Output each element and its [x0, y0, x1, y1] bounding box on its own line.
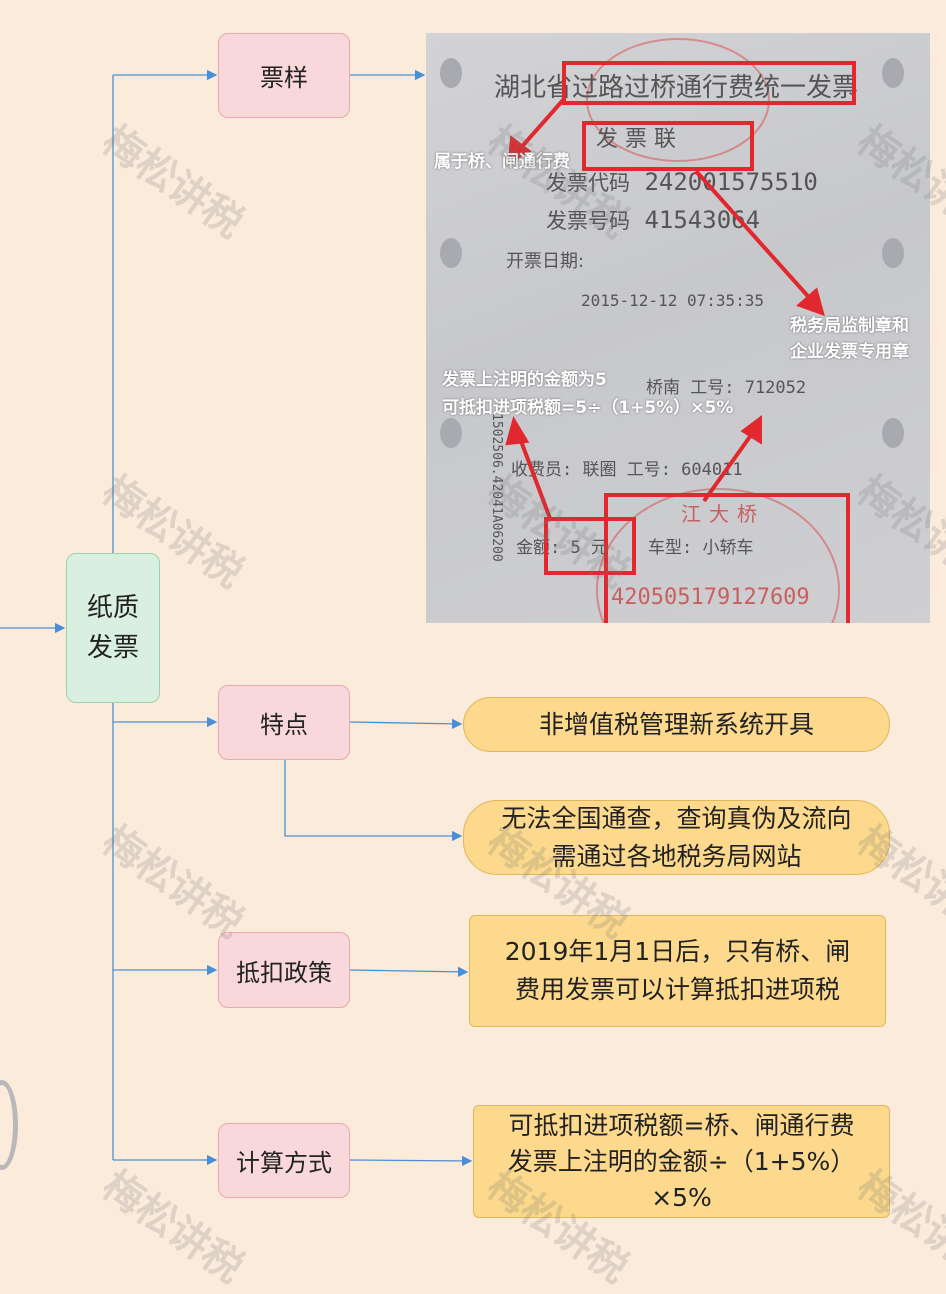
- invoice-line-b: 收费员: 联圈 工号: 604011: [511, 460, 743, 480]
- root-label-line2: 发票: [86, 633, 139, 663]
- annotation-amount-line2: 可抵扣进项税额=5÷（1+5%）×5%: [442, 398, 734, 418]
- highlight-amount: [544, 517, 636, 575]
- node-calc-label: 计算方式: [236, 1149, 332, 1177]
- stamp-number: 420505179127609: [611, 585, 810, 610]
- punch-hole: [882, 58, 904, 88]
- code-label: 发票代码: [546, 171, 630, 195]
- node-policy-label: 抵扣政策: [236, 958, 332, 987]
- feature-1-text: 非增值税管理新系统开具: [538, 709, 814, 739]
- highlight-stamp: [604, 493, 850, 623]
- highlight-title: [562, 61, 856, 105]
- punch-hole: [440, 58, 462, 88]
- invoice-title: 过路过桥通行费统一发票: [572, 73, 859, 103]
- policy-line2: 费用发票可以计算抵扣进项税: [514, 975, 840, 1004]
- annotation-bridge-fee: 属于桥、闸通行费: [434, 152, 570, 172]
- date-label: 开票日期:: [506, 251, 585, 272]
- punch-hole: [882, 418, 904, 448]
- invoice-vehicle: 车型: 小轿车: [648, 538, 754, 558]
- invoice-photo: 湖北省过路过桥通行费统一发票 发 票 联 发票代码 242001575510 发…: [426, 33, 930, 623]
- invoice-line-a: 桥南 工号: 712052: [646, 378, 807, 398]
- node-features-label: 特点: [260, 711, 308, 739]
- number-label: 发票号码: [546, 209, 630, 233]
- invoice-code: 242001575510: [644, 168, 818, 196]
- connector-lines: [0, 69, 473, 1167]
- annotation-stamps-line2: 企业发票专用章: [790, 342, 909, 362]
- annotation-amount-line1: 发票上注明的金额为5: [442, 370, 607, 390]
- invoice-copy: 发 票 联: [596, 127, 676, 152]
- punch-hole: [440, 418, 462, 448]
- feature-2-line1: 无法全国通查，查询真伪及流向: [501, 803, 852, 833]
- feature-leaf-1[interactable]: 非增值税管理新系统开具: [463, 697, 890, 752]
- root-label-line1: 纸质: [86, 593, 139, 623]
- annotation-stamps-line1: 税务局监制章和: [790, 316, 909, 336]
- calc-line2: 发票上注明的金额÷（1+5%）: [507, 1146, 856, 1176]
- invoice-date: 2015-12-12 07:35:35: [581, 291, 765, 310]
- calc-leaf[interactable]: 可抵扣进项税额=桥、闸通行费 发票上注明的金额÷（1+5%） ×5%: [473, 1105, 890, 1218]
- feature-2-line2: 需通过各地税务局网站: [551, 841, 802, 871]
- node-sample[interactable]: 票样: [218, 33, 350, 118]
- invoice-title-prefix: 湖北省: [494, 73, 573, 103]
- highlight-copy: [582, 121, 754, 171]
- invoice-amount: 金额: 5 元: [516, 538, 608, 558]
- punch-hole: [882, 238, 904, 268]
- node-sample-label: 票样: [260, 64, 308, 92]
- calc-line1: 可抵扣进项税额=桥、闸通行费: [508, 1110, 855, 1140]
- feature-leaf-2[interactable]: 无法全国通查，查询真伪及流向 需通过各地税务局网站: [463, 800, 890, 875]
- node-features[interactable]: 特点: [218, 685, 350, 760]
- punch-hole: [440, 238, 462, 268]
- policy-line1: 2019年1月1日后，只有桥、闸: [504, 937, 851, 966]
- policy-leaf[interactable]: 2019年1月1日后，只有桥、闸 费用发票可以计算抵扣进项税: [469, 915, 886, 1027]
- node-policy[interactable]: 抵扣政策: [218, 932, 350, 1008]
- calc-line3: ×5%: [651, 1182, 712, 1212]
- annotation-arrows: [505, 97, 825, 522]
- tax-bureau-stamp: [586, 38, 770, 162]
- root-node[interactable]: 纸质 发票: [66, 553, 160, 703]
- stamp-text: 江大桥: [681, 502, 765, 526]
- node-calc[interactable]: 计算方式: [218, 1123, 350, 1198]
